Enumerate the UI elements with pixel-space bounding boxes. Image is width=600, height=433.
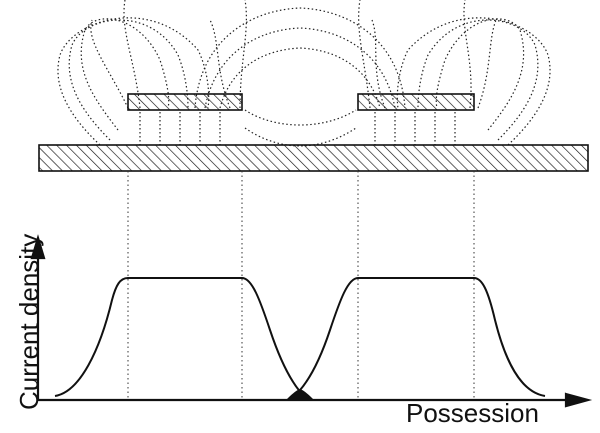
coil-right — [357, 93, 475, 111]
coil-left — [127, 93, 243, 111]
curve-left — [54, 277, 307, 399]
field-lines-middle — [194, 7, 406, 147]
overlap-region — [287, 389, 313, 399]
x-axis-label: Possession — [406, 398, 539, 428]
field-lines-vertical — [139, 112, 456, 145]
x-axis-arrowhead — [564, 392, 593, 408]
graph-axes — [30, 234, 593, 408]
projection-lines — [127, 171, 475, 400]
workpiece-plate — [38, 144, 589, 172]
curve-right — [291, 277, 546, 399]
field-lines-right — [358, 0, 551, 146]
y-axis-arrowhead — [30, 234, 46, 260]
y-axis-label: Current density — [14, 233, 44, 410]
field-lines-left — [57, 0, 247, 146]
current-density-curves — [54, 277, 546, 399]
